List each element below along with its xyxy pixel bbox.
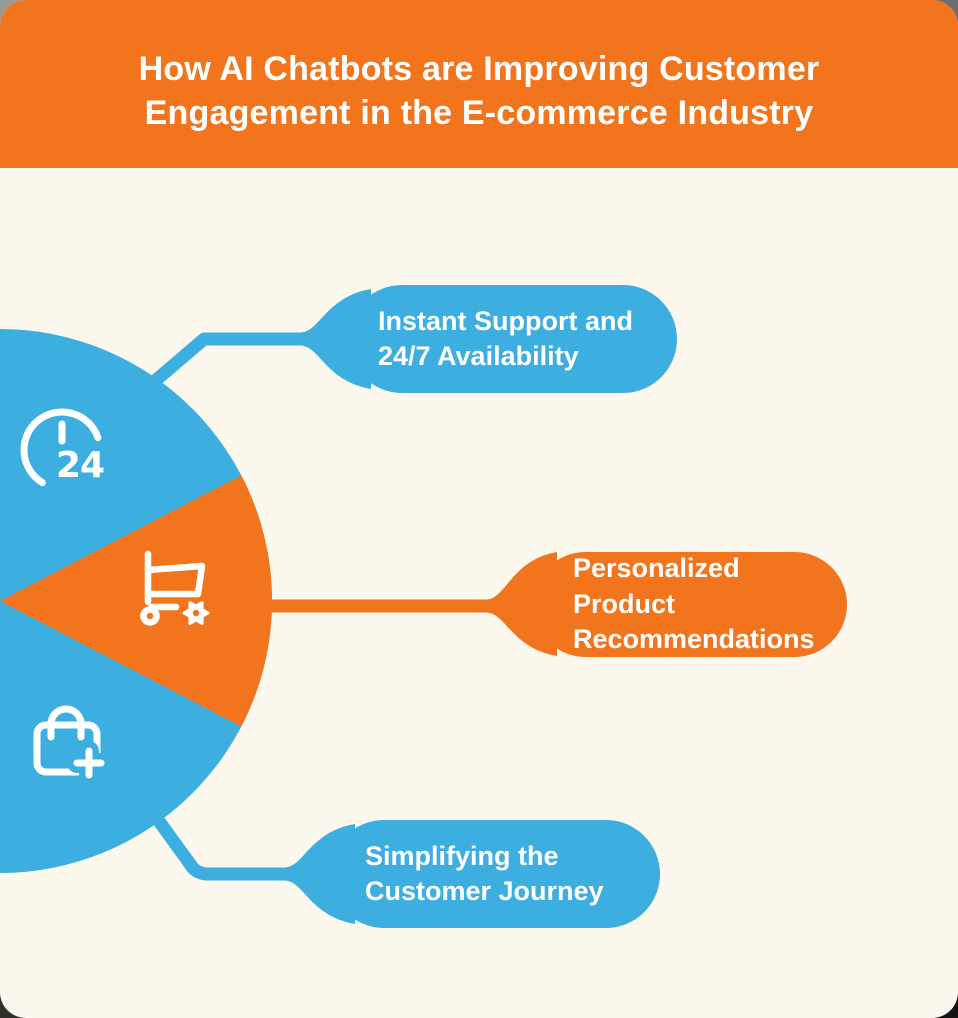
callout-customer-journey-label: Simplifying the Customer Journey xyxy=(365,840,604,906)
cart-gear-icon xyxy=(140,550,210,626)
connector-top-line xyxy=(141,332,312,394)
callout-personalized-recommendations-label: Personalized Product Recommendations xyxy=(573,553,815,655)
bag-handle xyxy=(47,705,85,741)
callout-instant-support-label: Instant Support and 24/7 Availability xyxy=(378,305,633,371)
hub-wedge-orange xyxy=(0,475,273,727)
bag-plus-icon xyxy=(33,705,111,785)
header-banner: How AI Chatbots are Improving Customer E… xyxy=(0,0,958,168)
connector-bottom-line xyxy=(141,799,295,881)
clock-ring xyxy=(20,408,102,487)
page-title: How AI Chatbots are Improving Customer E… xyxy=(138,49,820,132)
clock-24-icon: 24 xyxy=(20,408,109,490)
callout-personalized-recommendations: Personalized Product Recommendations xyxy=(533,552,847,657)
clock-24-label: 24 xyxy=(56,445,104,486)
connector-bottom xyxy=(141,799,355,924)
cart-basket xyxy=(144,562,206,598)
bag-plus xyxy=(73,747,105,779)
cart-gear-hole xyxy=(192,609,200,617)
callout-instant-support: Instant Support and 24/7 Availability xyxy=(348,285,677,393)
callout-customer-journey: Simplifying the Customer Journey xyxy=(330,820,660,928)
connector-middle xyxy=(231,552,557,656)
connector-top xyxy=(141,289,371,394)
cart-wheel xyxy=(140,606,160,626)
